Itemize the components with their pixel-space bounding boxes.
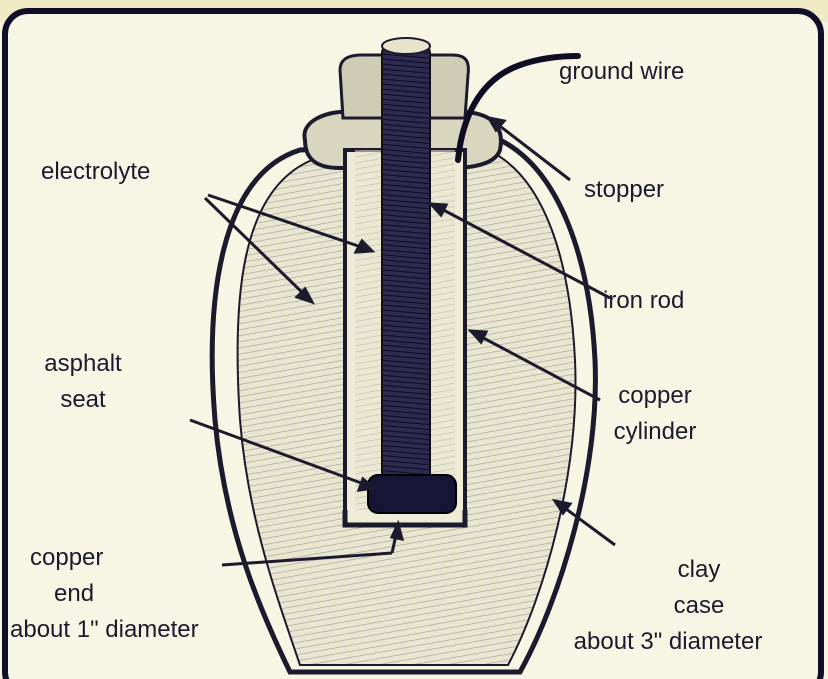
label-stopper: stopper: [584, 172, 664, 208]
label-copper-cylinder-line1: copper: [590, 378, 720, 414]
label-iron-rod: iron rod: [603, 283, 684, 319]
label-clay-case-line2: case: [528, 588, 808, 624]
label-copper-end-line2: end: [10, 576, 282, 612]
label-copper-end: copper end about 1" diameter: [10, 540, 282, 648]
label-clay-case-line1: clay: [528, 552, 808, 588]
label-ground-wire: ground wire: [559, 54, 684, 90]
label-asphalt-line1: asphalt: [28, 346, 138, 382]
asphalt-seat-shape: [368, 475, 456, 513]
label-copper-cylinder-line2: cylinder: [590, 414, 720, 450]
label-copper-end-line3: about 1" diameter: [10, 612, 282, 648]
iron-rod-shape: [382, 45, 430, 495]
label-clay-case: clay case about 3" diameter: [528, 552, 808, 660]
label-clay-case-line3: about 3" diameter: [528, 624, 808, 660]
label-copper-cylinder: copper cylinder: [590, 378, 720, 450]
label-asphalt-seat: asphalt seat: [28, 346, 138, 418]
label-electrolyte: electrolyte: [41, 154, 150, 190]
label-asphalt-line2: seat: [28, 382, 138, 418]
label-copper-end-line1: copper: [10, 540, 282, 576]
